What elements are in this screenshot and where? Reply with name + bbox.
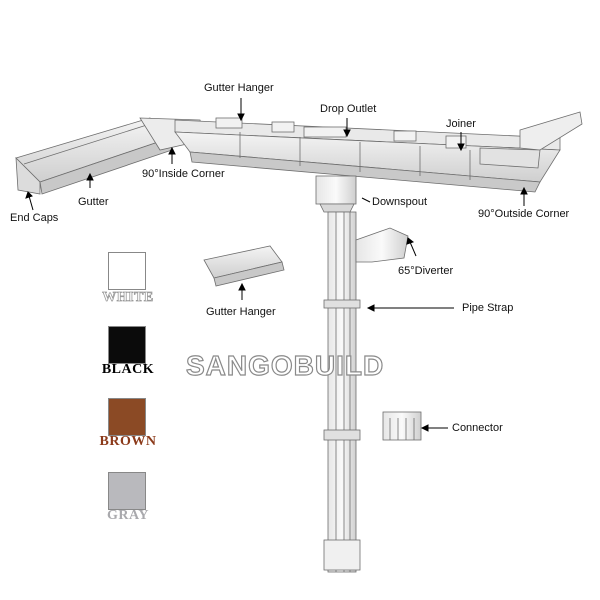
gutter-main-run bbox=[174, 119, 561, 193]
label-joiner: Joiner bbox=[446, 118, 476, 130]
swatch-gray bbox=[108, 472, 146, 510]
label-drop-outlet: Drop Outlet bbox=[320, 103, 377, 115]
swatch-label-black: BLACK bbox=[101, 362, 155, 377]
swatch-label-brown: BROWN bbox=[99, 434, 157, 449]
drop-outlet-part bbox=[315, 175, 357, 213]
downspout-pipe bbox=[323, 211, 361, 573]
gutter-left-run bbox=[15, 117, 173, 195]
outside-corner-part bbox=[479, 111, 583, 169]
swatch-label-gray: GRAY bbox=[107, 508, 149, 523]
label-downspout: Downspout bbox=[372, 196, 428, 208]
label-outside-corner: 90°Outside Corner bbox=[478, 208, 570, 220]
label-connector: Connector bbox=[452, 422, 503, 434]
label-gutter: Gutter bbox=[78, 196, 109, 208]
swatch-label-white: WHITE bbox=[102, 290, 154, 306]
label-end-caps: End Caps bbox=[10, 212, 59, 224]
connector-part bbox=[382, 411, 422, 441]
label-gutter-hanger-top: Gutter Hanger bbox=[204, 82, 274, 94]
swatch-brown bbox=[108, 398, 146, 436]
label-inside-corner: 90°Inside Corner bbox=[142, 168, 225, 180]
callout-arrows bbox=[25, 98, 528, 432]
watermark-logo: SANGOBUILD bbox=[185, 349, 385, 381]
gutter-hanger-part bbox=[203, 245, 285, 287]
label-diverter: 65°Diverter bbox=[398, 265, 454, 277]
label-gutter-hanger-mid: Gutter Hanger bbox=[206, 306, 276, 318]
swatch-white bbox=[108, 252, 146, 290]
label-pipe-strap: Pipe Strap bbox=[462, 302, 514, 314]
diverter-part bbox=[355, 227, 409, 263]
swatch-black bbox=[108, 326, 146, 364]
